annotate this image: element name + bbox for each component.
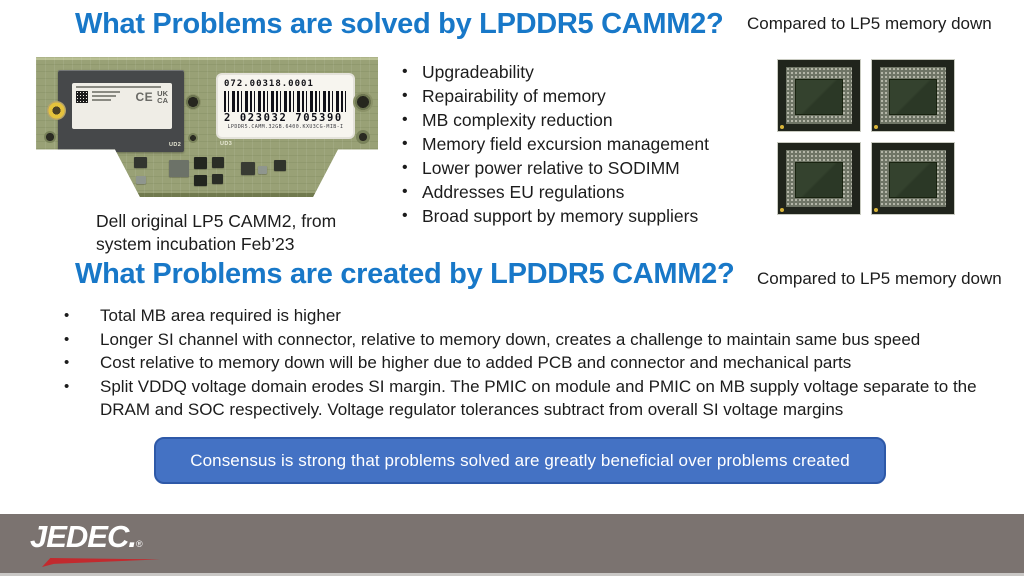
smd-component xyxy=(169,160,189,177)
barcode-icon xyxy=(224,91,347,113)
smd-component xyxy=(134,157,147,168)
chip-die xyxy=(795,78,843,115)
bga-chip xyxy=(777,142,861,215)
ce-mark: CE xyxy=(135,89,154,104)
footer-bar: JEDEC.® xyxy=(0,514,1024,576)
smd-component xyxy=(258,166,267,174)
consensus-banner: Consensus is strong that problems solved… xyxy=(154,437,886,484)
dram-package: CE UK CA xyxy=(58,70,184,152)
silkscreen-label: UD2 xyxy=(169,142,182,148)
chip-die xyxy=(795,161,843,198)
solved-bullet: MB complexity reduction xyxy=(400,108,745,132)
barcode-description: LPDDR5.CAMM.32GB.6400.KXU3CG-MIB-I xyxy=(227,124,344,130)
part-number: 072.00318.0001 xyxy=(224,79,314,89)
solved-bullet-list: Upgradeability Repairability of memory M… xyxy=(400,60,745,228)
bga-chip xyxy=(871,59,955,132)
solved-bullet: Upgradeability xyxy=(400,60,745,84)
created-bullet-list: Total MB area required is higher Longer … xyxy=(62,304,1008,422)
pin1-marker xyxy=(874,208,878,212)
created-bullet: Split VDDQ voltage domain erodes SI marg… xyxy=(62,375,1008,422)
registered-mark: ® xyxy=(135,539,143,549)
pin1-marker xyxy=(874,125,878,129)
created-bullet: Total MB area required is higher xyxy=(62,304,1008,328)
mounting-hole xyxy=(44,131,56,143)
pin1-marker xyxy=(780,208,784,212)
smd-component xyxy=(194,175,207,186)
camm-caption: Dell original LP5 CAMM2, from system inc… xyxy=(96,211,337,254)
smd-component xyxy=(136,176,146,184)
jedec-logo: JEDEC.® xyxy=(30,519,160,567)
mounting-hole xyxy=(188,133,198,143)
jedec-swoosh-icon xyxy=(42,558,160,567)
silkscreen-label: UD3 xyxy=(220,141,233,147)
ukca-mark: UK CA xyxy=(157,88,168,105)
pin1-marker xyxy=(780,125,784,129)
micro-text-block xyxy=(92,91,131,103)
micro-text-line xyxy=(76,86,161,88)
smd-component xyxy=(194,157,207,169)
created-bullet: Cost relative to memory down will be hig… xyxy=(62,351,1008,375)
note-compared-lp5-top: Compared to LP5 memory down xyxy=(747,14,992,33)
smd-component xyxy=(212,157,224,168)
solved-bullet: Broad support by memory suppliers xyxy=(400,204,745,228)
smd-component xyxy=(274,160,286,171)
chip-die xyxy=(889,78,937,115)
barcode-label: 072.00318.0001 2 023032 705390 LPDDR5.CA… xyxy=(218,75,353,137)
jedec-logo-text: JEDEC. xyxy=(30,519,137,554)
qr-code-icon xyxy=(76,90,88,103)
mounting-hole xyxy=(353,92,373,112)
dram-packages-photo xyxy=(777,59,955,219)
created-bullet: Longer SI channel with connector, relati… xyxy=(62,328,1008,352)
consensus-banner-text: Consensus is strong that problems solved… xyxy=(190,450,850,470)
chip-label: CE UK CA xyxy=(72,83,172,129)
solved-bullet: Repairability of memory xyxy=(400,84,745,108)
solved-bullet: Addresses EU regulations xyxy=(400,180,745,204)
smd-component xyxy=(241,162,255,175)
mounting-hole xyxy=(185,94,201,110)
footer-edge-line xyxy=(0,573,1024,576)
solved-bullet: Lower power relative to SODIMM xyxy=(400,156,745,180)
camm2-module-photo: CE UK CA 072.00318.0001 2 023032 705390 … xyxy=(36,57,378,197)
title-problems-solved: What Problems are solved by LPDDR5 CAMM2… xyxy=(75,8,724,40)
note-compared-lp5-bottom: Compared to LP5 memory down xyxy=(757,269,1002,288)
bga-chip xyxy=(777,59,861,132)
mounting-hole xyxy=(356,130,370,144)
chip-die xyxy=(889,161,937,198)
bga-chip xyxy=(871,142,955,215)
barcode-digits: 2 023032 705390 xyxy=(224,112,347,124)
mounting-hole-yellow xyxy=(47,101,66,120)
title-problems-created: What Problems are created by LPDDR5 CAMM… xyxy=(75,258,735,290)
solved-bullet: Memory field excursion management xyxy=(400,132,745,156)
smd-component xyxy=(212,174,223,184)
